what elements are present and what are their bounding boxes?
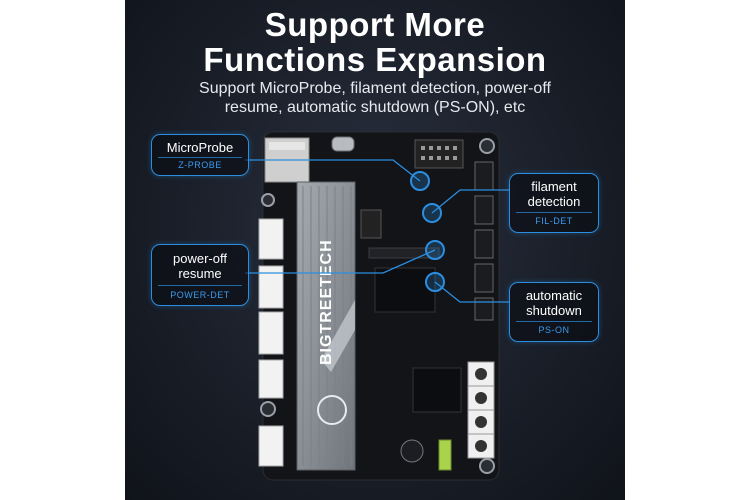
brand-logo-text: BIGTREETECH bbox=[318, 239, 335, 365]
callout-filament-detection: filament detection FIL-DET bbox=[509, 173, 599, 233]
callout-filament-code: FIL-DET bbox=[535, 216, 573, 226]
mounting-hole bbox=[479, 138, 495, 154]
mounting-hole bbox=[479, 458, 495, 474]
mounting-hole bbox=[260, 401, 276, 417]
left-connectors bbox=[258, 218, 284, 467]
fuse bbox=[438, 439, 452, 471]
capacitor bbox=[400, 439, 424, 463]
callout-filament-label-2: detection bbox=[527, 194, 581, 209]
callout-shutdown-label-2: shutdown bbox=[526, 303, 582, 318]
callout-shutdown-label-1: automatic bbox=[525, 288, 583, 303]
callout-automatic-shutdown: automatic shutdown PS-ON bbox=[509, 282, 599, 342]
callout-microprobe-label: MicroProbe bbox=[166, 140, 234, 155]
subtitle-line-1: Support MicroProbe, filament detection, … bbox=[199, 80, 551, 97]
headline-line-2: Functions Expansion bbox=[203, 41, 547, 78]
callout-poweroff-label-1: power-off bbox=[173, 251, 227, 266]
callout-poweroff-code: POWER-DET bbox=[170, 290, 230, 300]
pin-header bbox=[414, 139, 464, 169]
callout-filament-label-1: filament bbox=[531, 179, 577, 194]
subtitle-line-2: resume, automatic shutdown (PS-ON), etc bbox=[224, 99, 526, 116]
mcu-chip bbox=[374, 267, 436, 313]
driver-chip bbox=[412, 367, 462, 413]
callout-poweroff-label-2: resume bbox=[178, 266, 222, 281]
product-image-canvas: Support More Functions Expansion Support… bbox=[125, 0, 625, 500]
callout-microprobe-code: Z-PROBE bbox=[178, 160, 222, 170]
callout-shutdown-code: PS-ON bbox=[538, 325, 570, 335]
callout-power-off-resume: power-off resume POWER-DET bbox=[151, 244, 249, 306]
headline-line-1: Support More bbox=[264, 6, 486, 43]
mounting-hole bbox=[261, 193, 275, 207]
callout-microprobe: MicroProbe Z-PROBE bbox=[151, 134, 249, 176]
usb-c-port bbox=[331, 136, 355, 152]
